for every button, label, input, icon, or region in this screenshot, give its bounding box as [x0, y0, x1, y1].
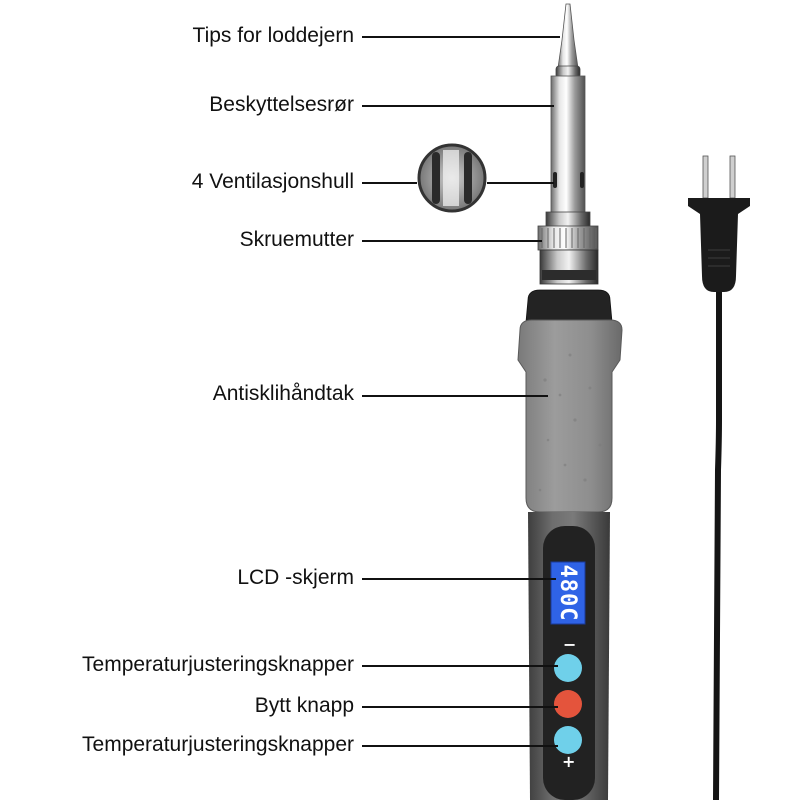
leader-vent-holes-right	[487, 182, 554, 184]
label-tip: Tips for loddejern	[192, 24, 354, 47]
inset-highlight	[443, 150, 459, 206]
power-plug	[688, 198, 750, 292]
lcd-screen	[550, 561, 586, 625]
protection-tube	[550, 75, 586, 221]
leader-protection-tube	[362, 105, 554, 107]
temp-down-button[interactable]	[554, 654, 582, 682]
plus-symbol: +	[562, 752, 576, 771]
vent-hole	[580, 172, 584, 188]
minus-symbol: −	[563, 635, 577, 654]
label-handle: Antisklihåndtak	[212, 382, 354, 405]
leader-tip	[362, 36, 560, 38]
collar-ring	[542, 270, 596, 280]
nut-knurling	[541, 228, 597, 248]
solder-tip	[557, 3, 579, 69]
vent-hole	[553, 172, 557, 188]
inset-vent-slot	[464, 152, 472, 204]
plug-prong-right	[729, 155, 736, 199]
leader-switch-button	[362, 706, 558, 708]
plug-ridges	[708, 249, 730, 267]
inset-vent-slot	[432, 152, 440, 204]
leader-temp-buttons-top	[362, 665, 558, 667]
handle-cap	[525, 289, 613, 323]
leader-vent-holes-left	[362, 182, 417, 184]
label-nut: Skruemutter	[239, 228, 354, 251]
label-temp-buttons-top: Temperaturjusteringsknapper	[82, 653, 354, 676]
label-vent-holes: 4 Ventilasjonshull	[191, 170, 354, 193]
label-temp-buttons-bottom: Temperaturjusteringsknapper	[82, 733, 354, 756]
label-switch-button: Bytt knapp	[254, 694, 354, 717]
grip-texture	[538, 353, 602, 492]
plug-prong-left	[702, 155, 709, 199]
leader-temp-buttons-bottom	[362, 745, 558, 747]
label-lcd: LCD -skjerm	[237, 566, 354, 589]
temp-up-button[interactable]	[554, 726, 582, 754]
lcd-reading: 480C	[555, 564, 581, 622]
label-protection-tube: Beskyttelsesrør	[209, 93, 354, 116]
switch-button[interactable]	[554, 690, 582, 718]
leader-handle	[362, 395, 548, 397]
anti-slip-grip	[517, 319, 623, 513]
knurled-nut	[537, 225, 599, 251]
leader-lcd	[362, 578, 556, 580]
power-cord	[713, 292, 722, 800]
leader-nut	[362, 240, 542, 242]
